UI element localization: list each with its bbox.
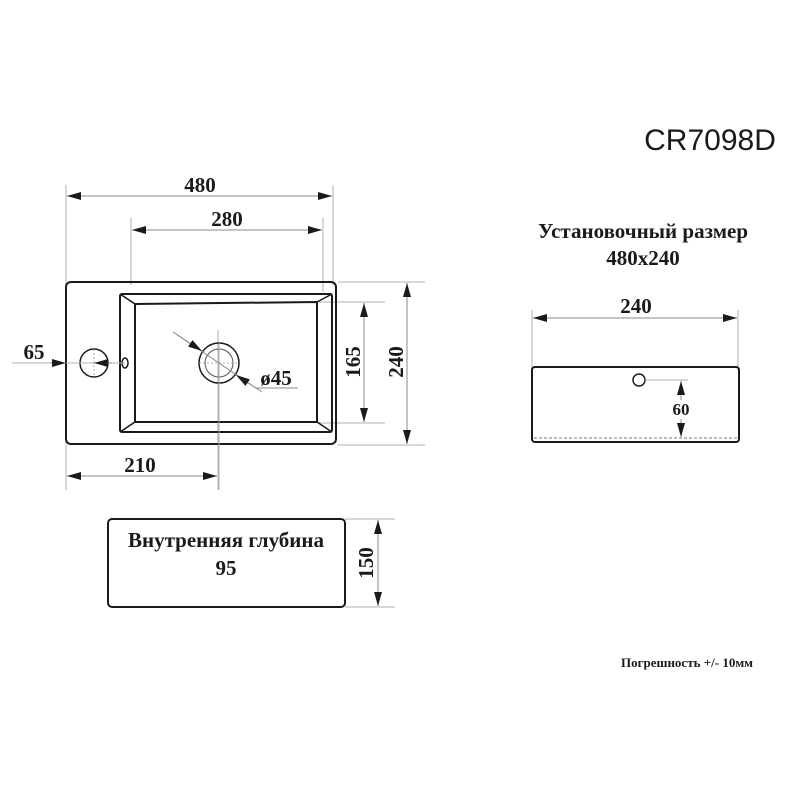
model-title: CR7098D [644,124,776,157]
dimension-480: 480 [67,173,332,200]
svg-text:240: 240 [384,346,408,378]
inner-depth-value: 95 [216,556,237,580]
bowl-inner [134,300,318,423]
svg-text:60: 60 [673,400,690,419]
overflow-hole-side [632,373,646,387]
inner-depth-box: Внутренняя глубина 95 150 [107,518,395,608]
dimension-side-240: 240 [533,294,737,322]
svg-text:165: 165 [341,346,365,378]
tolerance-note: Погрешность +/- 10мм [621,655,753,670]
svg-text:210: 210 [124,453,156,477]
dimension-210: 210 [67,453,217,480]
dimension-65: 65 [12,340,125,367]
install-size: Установочный размер 480x240 [538,219,748,270]
inner-depth-heading: Внутренняя глубина [128,528,325,552]
svg-text:65: 65 [24,340,45,364]
install-size-value: 480x240 [606,246,680,270]
dimension-240: 240 [384,283,411,444]
drain-diameter-label: ø45 [260,366,292,390]
dimension-280: 280 [132,207,322,234]
dimension-165: 165 [341,303,368,422]
svg-text:480: 480 [184,173,216,197]
svg-text:280: 280 [211,207,243,231]
svg-text:240: 240 [620,294,652,318]
bowl-rim [119,293,333,433]
side-profile [531,366,740,443]
drain: ø45 [172,331,298,490]
svg-text:150: 150 [354,547,378,579]
dimension-60: 60 [673,381,690,437]
top-view: 480 280 65 [12,173,425,490]
dimension-150: 150 [354,520,382,606]
install-size-heading: Установочный размер [538,219,748,243]
side-view: 240 60 [531,294,740,443]
